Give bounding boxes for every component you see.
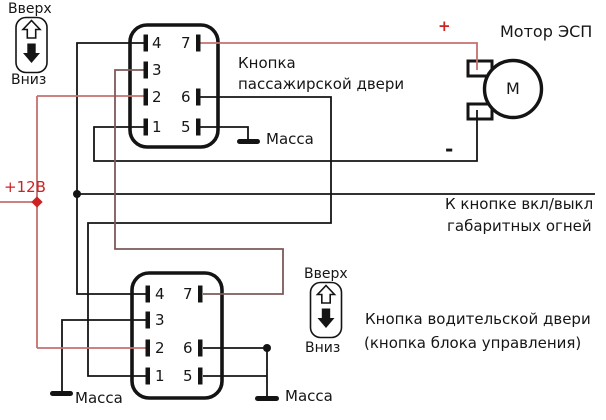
pin-bar <box>198 367 203 385</box>
label-down-bottom: Вниз <box>305 340 341 356</box>
connector-driver-door <box>130 271 224 400</box>
ground-symbol-bottom-left <box>50 391 73 396</box>
pin-number: 2 <box>152 88 162 106</box>
pin-number: 3 <box>152 61 162 79</box>
pin-number: 1 <box>152 118 162 136</box>
label-plus: + <box>438 17 451 35</box>
pin-number: 5 <box>183 367 193 385</box>
updown-switch-bottom <box>309 281 343 339</box>
label-passenger-button-line1: Кнопка <box>238 54 296 72</box>
pin-number: 7 <box>183 285 193 303</box>
label-motor-m: М <box>506 79 520 98</box>
wire-pin6-top-to-pin1-bottom <box>87 96 332 377</box>
pin-bar <box>143 61 148 79</box>
label-marker-lights-line2: габаритных огней <box>447 217 592 235</box>
motor-terminal-minus <box>466 102 494 121</box>
label-ground-bottom-right: Масса <box>285 387 333 405</box>
label-ground-bottom-left: Масса <box>75 389 123 407</box>
connector-passenger-door <box>128 23 220 149</box>
arrow-down-icon <box>317 308 335 328</box>
junction-dot <box>73 190 81 198</box>
pin-bar <box>196 118 201 136</box>
pin-number: 5 <box>181 118 191 136</box>
pin-bar <box>145 339 150 357</box>
pin-bar <box>143 88 148 106</box>
pin-number: 2 <box>155 339 165 357</box>
pin-number: 6 <box>181 88 191 106</box>
updown-switch-top <box>15 16 48 74</box>
wire-pin7-top-to-motor-plus <box>200 42 478 70</box>
ground-symbol-bottom-right <box>255 396 279 401</box>
wire-pin5-top-to-ground <box>200 126 249 139</box>
pin-bar <box>196 34 201 52</box>
label-driver-button-line2: (кнопка блока управления) <box>364 334 582 352</box>
pin-bar <box>143 118 148 136</box>
label-up-bottom: Вверх <box>304 266 348 282</box>
label-plus12: +12В <box>4 178 46 196</box>
arrow-up-icon <box>315 284 337 304</box>
pin-bar <box>143 34 148 52</box>
pin-number: 1 <box>155 367 165 385</box>
label-marker-lights-line1: К кнопке вкл/выкл <box>445 195 594 213</box>
motor-body <box>482 58 544 120</box>
pin-number: 3 <box>155 311 165 329</box>
plus12-node <box>31 196 43 208</box>
pin-bar <box>145 311 150 329</box>
pin-number: 6 <box>183 339 193 357</box>
pin-number: 4 <box>155 285 165 303</box>
pin-bar <box>145 285 150 303</box>
label-up-top: Вверх <box>8 1 52 17</box>
wire-pin3-top-to-pin7-bottom <box>114 69 284 295</box>
ground-symbol-top <box>237 139 260 144</box>
label-motor-title: Мотор ЭСП <box>500 22 593 41</box>
label-minus: - <box>445 137 454 161</box>
wire-pin3-bottom-to-ground <box>61 319 148 391</box>
arrow-down-icon <box>23 43 40 63</box>
label-ground-top: Масса <box>266 130 314 148</box>
pin-number: 7 <box>181 34 191 52</box>
junction-dot <box>263 344 271 352</box>
pin-bar <box>198 339 203 357</box>
pin-number: 4 <box>152 34 162 52</box>
pin-bar <box>145 367 150 385</box>
arrow-up-icon <box>21 19 42 39</box>
label-passenger-button-line2: пассажирской двери <box>238 75 405 93</box>
pin-bar <box>196 88 201 106</box>
wire-pin1-top-to-motor-minus <box>93 110 478 162</box>
label-down-top: Вниз <box>11 72 47 88</box>
wire-pin4-top-to-pin4-bottom <box>76 42 148 295</box>
pin-bar <box>198 285 203 303</box>
label-driver-button-line1: Кнопка водительской двери <box>365 310 591 328</box>
